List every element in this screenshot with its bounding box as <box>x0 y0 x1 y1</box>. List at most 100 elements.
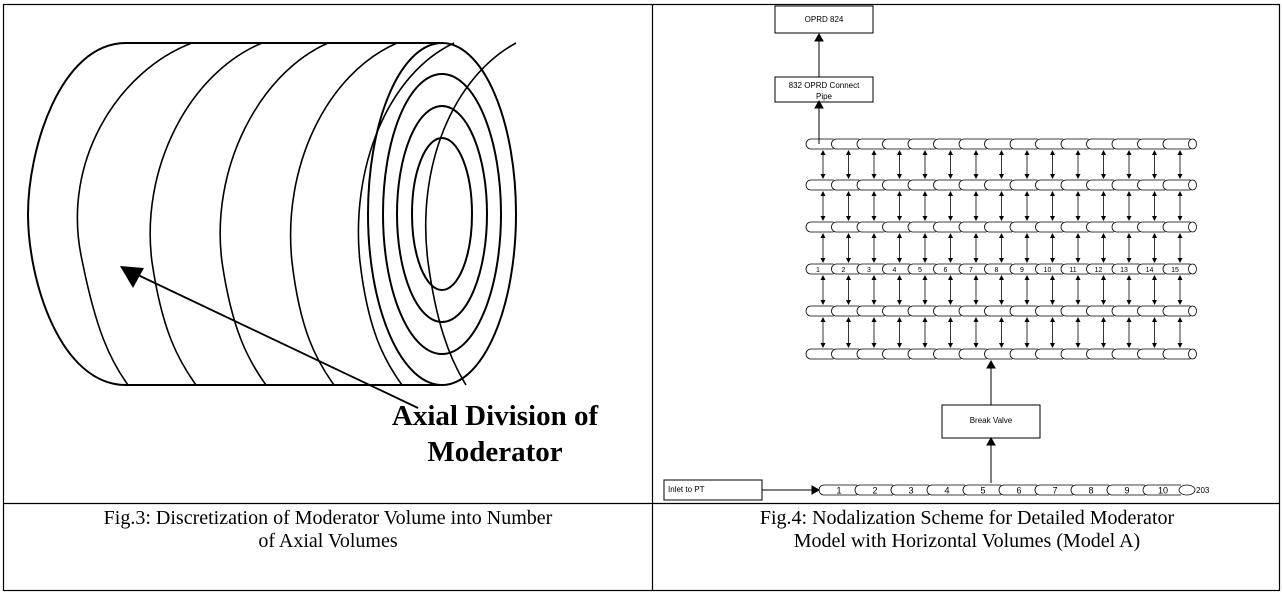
pipe-volume <box>882 138 910 150</box>
break-valve-text: Break Valve <box>970 416 1013 425</box>
inlet-volume: 10 <box>1142 484 1181 496</box>
pipe-volume: 10 <box>1035 263 1063 275</box>
flow-arrow <box>1101 191 1106 221</box>
flow-arrow <box>1024 150 1030 179</box>
flow-arrow <box>846 150 851 179</box>
pipe-volume <box>1035 138 1063 150</box>
pipe-volume <box>1035 179 1063 191</box>
flow-arrow <box>871 275 877 305</box>
flow-arrow <box>973 275 979 305</box>
flow-arrow <box>820 150 826 179</box>
pipe-volume <box>1162 179 1191 191</box>
flow-arrow <box>1101 150 1106 179</box>
flow-arrow <box>1050 317 1055 348</box>
pipe-volume: 3 <box>856 263 885 275</box>
flow-arrow <box>948 317 953 348</box>
pipe-volume <box>933 348 961 360</box>
pipe-volume <box>1009 305 1038 317</box>
flow-arrow <box>1024 275 1030 305</box>
pipe-volume <box>805 179 834 191</box>
fig3-caption-line1: Fig.3: Discretization of Moderator Volum… <box>103 507 553 529</box>
pipe-volume <box>856 305 885 317</box>
flow-arrow <box>871 191 877 221</box>
pipe-volume <box>958 305 987 317</box>
flow-arrow <box>948 150 953 179</box>
inlet-volume-number: 5 <box>980 486 985 496</box>
flow-arrow <box>897 317 902 348</box>
pipe-volume <box>907 221 936 233</box>
inlet-to-pt-text: Inlet to PT <box>668 485 705 494</box>
pipe-volume <box>831 348 859 360</box>
pipe-volume <box>882 348 910 360</box>
flow-arrow <box>1177 317 1183 348</box>
pipe-volume <box>1111 138 1140 150</box>
flow-arrow <box>1101 275 1106 305</box>
pipe-volume <box>1137 221 1165 233</box>
pipe-volume <box>1162 348 1191 360</box>
inlet-volume-number: 10 <box>1158 486 1168 496</box>
volume-number-label: 15 <box>1171 267 1179 274</box>
pipe-volume <box>856 348 885 360</box>
flow-arrow <box>999 317 1004 348</box>
pipe-volume <box>984 179 1012 191</box>
flow-arrow <box>948 191 953 221</box>
flow-arrow <box>1050 275 1055 305</box>
pipe-volume: 12 <box>1086 263 1114 275</box>
pipe-volume <box>1035 348 1063 360</box>
inlet-volume-number: 7 <box>1052 486 1057 496</box>
volume-number-label: 14 <box>1146 267 1154 274</box>
pipe-volume <box>1035 305 1063 317</box>
volume-number-label: 6 <box>944 267 948 274</box>
pipe-end-cap <box>1188 221 1197 233</box>
fig4-caption-line2: Model with Horizontal Volumes (Model A) <box>793 530 1141 552</box>
pipe-volume <box>1086 305 1114 317</box>
pipe-volume: 9 <box>1009 263 1038 275</box>
pipe-volume: 4 <box>882 263 910 275</box>
oprd-connect-text-line1: 832 OPRD Connect <box>789 81 860 90</box>
inlet-volume: 3 <box>890 484 929 496</box>
oprd-connect-text-line2: Pipe <box>816 92 833 101</box>
pipe-volume <box>1009 138 1038 150</box>
pipe-volume <box>805 348 834 360</box>
pipe-volume <box>1060 348 1089 360</box>
pipe-volume <box>1111 305 1140 317</box>
pipe-volume <box>1137 179 1165 191</box>
fig3-caption-line2: of Axial Volumes <box>258 530 398 552</box>
moderator-cylinder <box>26 42 517 386</box>
pipe-volume <box>958 138 987 150</box>
pipe-volume <box>1137 305 1165 317</box>
pipe-volume <box>984 138 1012 150</box>
pipe-volume: 15 <box>1162 263 1191 275</box>
flow-arrow <box>922 275 928 305</box>
pipe-volume <box>805 138 834 150</box>
flow-arrow <box>897 275 902 305</box>
pipe-volume <box>907 179 936 191</box>
pipe-volume <box>984 221 1012 233</box>
flow-arrow <box>1075 191 1081 221</box>
flow-arrow <box>1177 191 1183 221</box>
flow-arrow <box>1152 317 1157 348</box>
inlet-volume: 7 <box>1034 484 1073 496</box>
pipe-volume <box>882 221 910 233</box>
volume-number-label: 2 <box>842 267 846 274</box>
pipe-volume <box>831 305 859 317</box>
inlet-volume-number: 8 <box>1088 486 1093 496</box>
flow-arrow <box>1152 191 1157 221</box>
flow-arrow <box>1177 275 1183 305</box>
flow-arrow <box>922 150 928 179</box>
pipe-volume <box>1162 138 1191 150</box>
pipe-volume <box>1035 221 1063 233</box>
axial-division-arrow <box>120 266 419 409</box>
volume-number-label: 3 <box>867 267 871 274</box>
pipe-volume <box>805 221 834 233</box>
pipe-volume <box>856 221 885 233</box>
volume-number-label: 12 <box>1095 267 1103 274</box>
pipe-volume <box>805 305 834 317</box>
flow-arrow <box>999 150 1004 179</box>
inlet-volume: 1 <box>818 484 857 496</box>
flow-arrow <box>1024 191 1030 221</box>
pipe-volume <box>831 179 859 191</box>
flow-arrow <box>1024 233 1030 263</box>
flow-arrow <box>999 233 1004 263</box>
